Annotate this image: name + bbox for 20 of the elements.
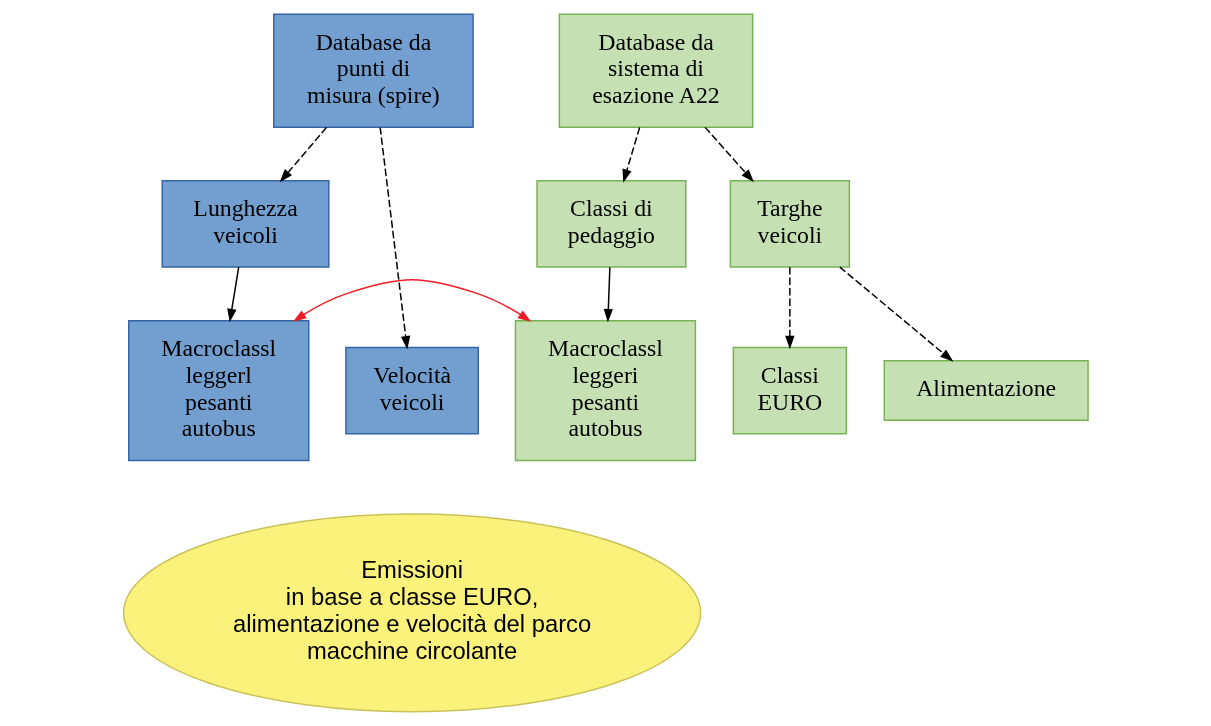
node-box: Database da sistema di esazione A22	[558, 13, 753, 129]
arrow	[226, 266, 239, 323]
node-box: Macroclassl leggerl pesanti autobus	[127, 319, 309, 462]
arrow	[603, 266, 613, 323]
node-box: Macroclassl leggeri pesanti autobus	[514, 319, 696, 462]
arrow	[279, 126, 327, 183]
arrow	[378, 126, 410, 350]
arrow	[622, 126, 640, 183]
node-box: Database da punti di misura (spire)	[272, 13, 474, 129]
node-box: Classi di pedaggio	[535, 180, 686, 268]
node-box: Classi EURO	[732, 346, 847, 435]
node-box: Alimentazione	[883, 360, 1089, 422]
arrow	[784, 266, 795, 350]
arrow	[292, 279, 531, 322]
arrow	[703, 126, 754, 183]
arrow	[838, 266, 953, 362]
node-box: Lunghezza veicoli	[161, 180, 330, 268]
node-ellipse: Emissioni in base a classe EURO, alimentazione e velocità del parco macchine circolante	[122, 513, 701, 713]
node-box: Velocità veicoli	[344, 346, 479, 435]
node-box: Targhe veicoli	[729, 180, 850, 268]
